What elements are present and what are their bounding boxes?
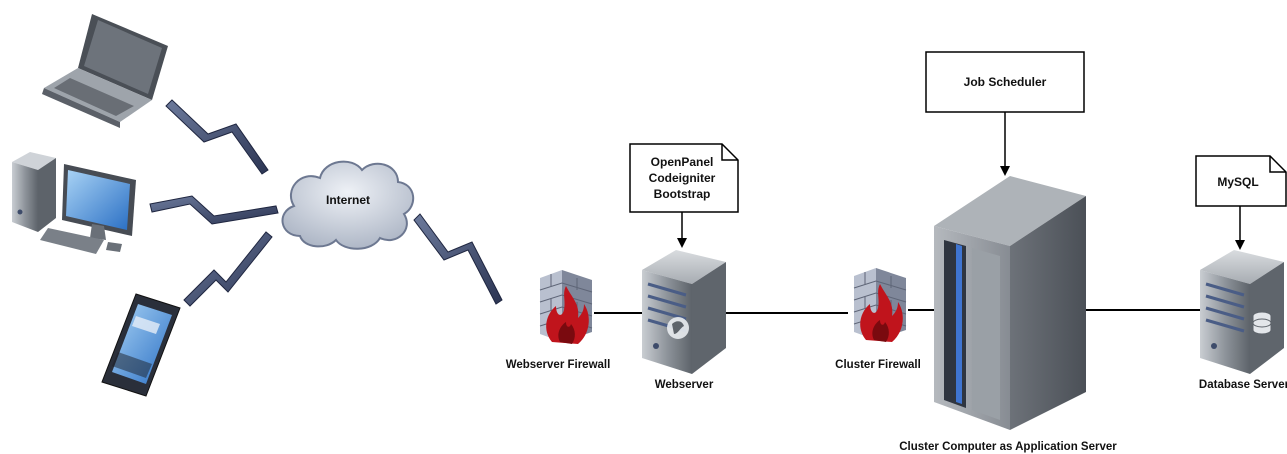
- webserver-label: Webserver: [655, 379, 714, 391]
- firewall-icon: [539, 269, 593, 345]
- mysql-note: MySQL: [1195, 155, 1287, 207]
- lightning-link-icon: [165, 99, 269, 175]
- lightning-link-icon: [183, 231, 273, 307]
- openpanel-note: OpenPanel Codeigniter Bootstrap: [629, 143, 739, 213]
- internet-label: Internet: [326, 193, 370, 207]
- mysql-label: MySQL: [1217, 175, 1258, 189]
- openpanel-line-3: Bootstrap: [654, 187, 711, 201]
- webserver-firewall-label: Webserver Firewall: [506, 359, 611, 371]
- laptop-icon: [42, 14, 168, 128]
- server-icon: [640, 248, 728, 376]
- database-server-icon: [1198, 248, 1286, 376]
- database-server-label: Database Server: [1199, 379, 1287, 391]
- cloud-icon: [281, 160, 414, 250]
- cluster-firewall-label: Cluster Firewall: [835, 359, 921, 371]
- desktop-computer-icon: [12, 152, 136, 254]
- openpanel-line-2: Codeigniter: [649, 171, 716, 185]
- lightning-links: [149, 99, 503, 307]
- arrow-openpanel-to-webserver: [677, 212, 687, 248]
- smartphone-icon: [101, 293, 181, 397]
- arrow-scheduler-to-cluster: [1000, 112, 1010, 176]
- cluster-rack-icon: [934, 176, 1086, 430]
- job-scheduler-label: Job Scheduler: [964, 75, 1047, 89]
- lightning-link-icon: [149, 195, 279, 225]
- openpanel-line-1: OpenPanel: [651, 155, 714, 169]
- job-scheduler-box: Job Scheduler: [925, 51, 1085, 113]
- firewall-icon: [853, 267, 907, 343]
- connection-lines: [594, 309, 1204, 314]
- lightning-link-icon: [413, 213, 503, 305]
- arrow-mysql-to-database: [1235, 206, 1245, 250]
- cluster-computer-label: Cluster Computer as Application Server: [899, 441, 1117, 453]
